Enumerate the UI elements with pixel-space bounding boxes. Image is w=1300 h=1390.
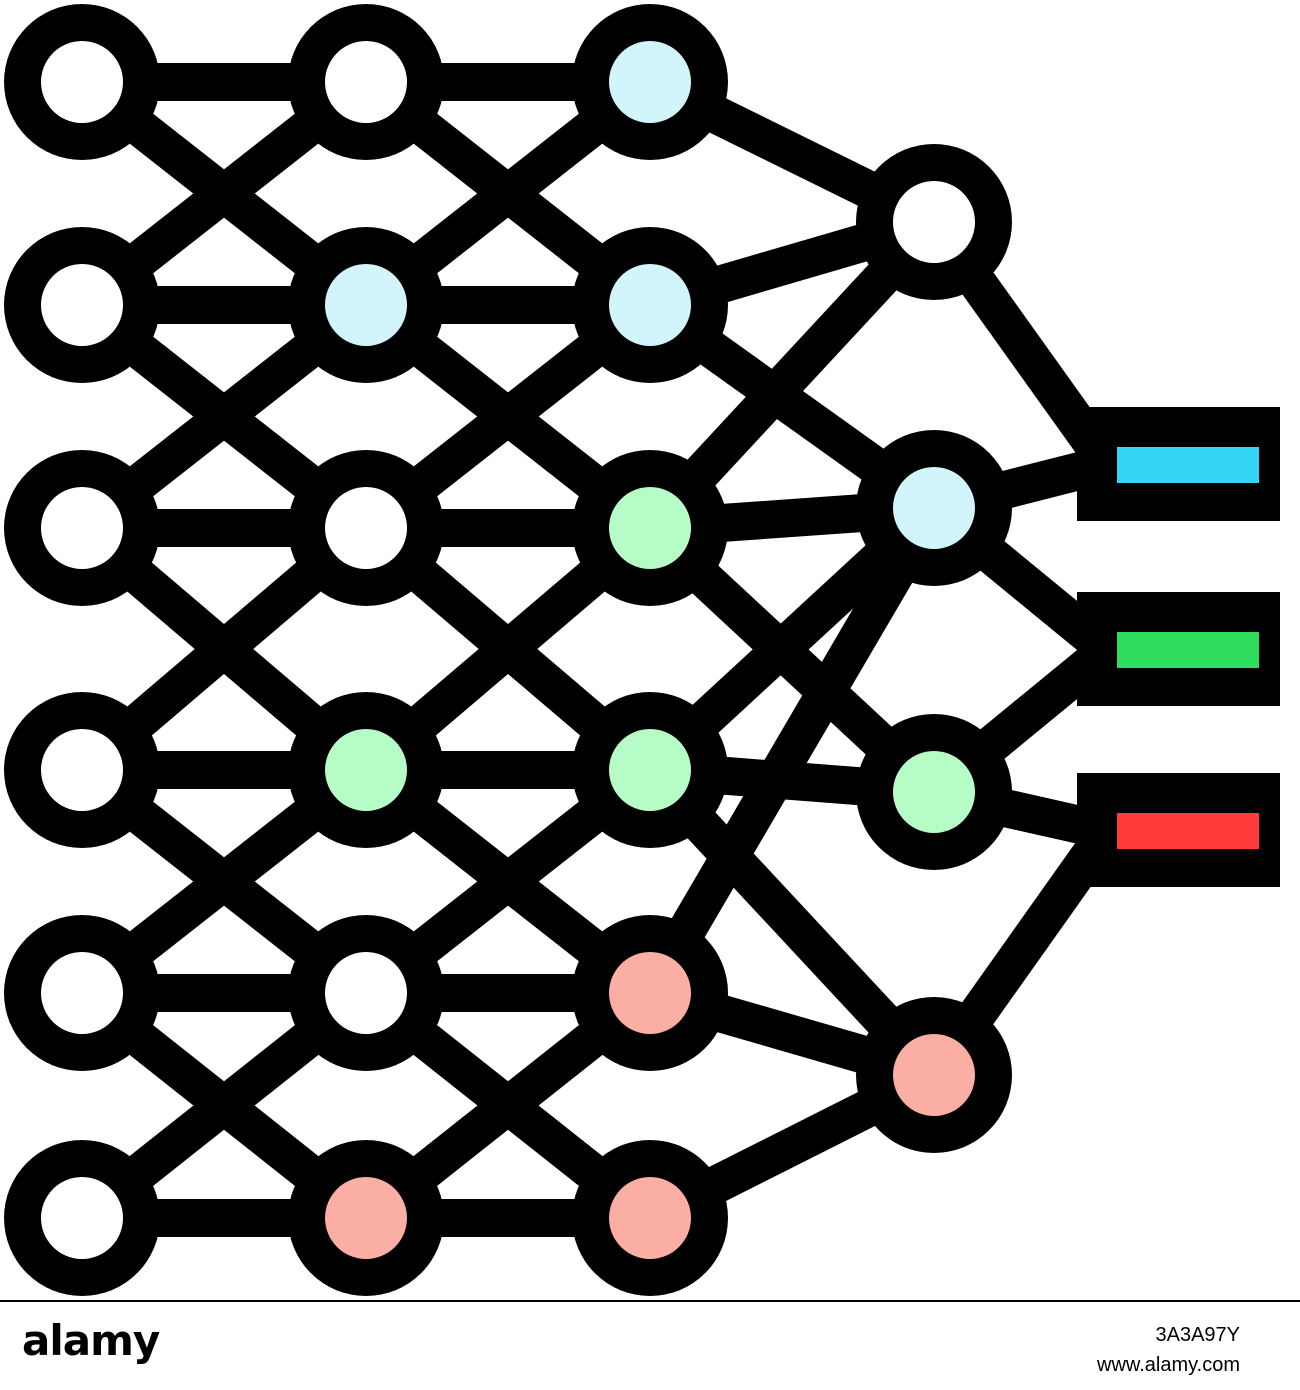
node-layer2-1 <box>288 4 444 160</box>
output-class-3 <box>1077 773 1280 887</box>
node-layer3-2 <box>572 227 728 383</box>
node-fill <box>609 1177 691 1259</box>
network-nodes <box>4 4 1012 1296</box>
node-fill <box>41 264 123 346</box>
node-fill <box>893 751 975 833</box>
node-layer3-5 <box>572 915 728 1071</box>
node-layer3-4 <box>572 692 728 848</box>
node-fill <box>893 181 975 263</box>
node-fill <box>41 1177 123 1259</box>
output-bar <box>1117 813 1259 849</box>
output-bar <box>1117 632 1259 668</box>
node-fill <box>41 729 123 811</box>
output-class-2 <box>1077 592 1280 706</box>
alamy-logo: alamy <box>22 1316 160 1365</box>
node-layer3-1 <box>572 4 728 160</box>
connection-line <box>633 498 951 1003</box>
node-layer1-1 <box>4 4 160 160</box>
node-fill <box>609 952 691 1034</box>
neural-network-diagram <box>4 4 1280 1296</box>
node-layer4-1 <box>856 144 1012 300</box>
node-fill <box>893 467 975 549</box>
node-layer2-5 <box>288 915 444 1071</box>
node-fill <box>325 264 407 346</box>
node-layer2-2 <box>288 227 444 383</box>
node-layer4-4 <box>856 997 1012 1153</box>
node-layer1-2 <box>4 227 160 383</box>
node-layer3-6 <box>572 1140 728 1296</box>
output-classes <box>1077 407 1280 887</box>
output-class-1 <box>1077 407 1280 521</box>
node-fill <box>41 41 123 123</box>
node-fill <box>893 1034 975 1116</box>
node-layer1-6 <box>4 1140 160 1296</box>
node-fill <box>325 1177 407 1259</box>
node-fill <box>609 41 691 123</box>
node-fill <box>609 729 691 811</box>
output-bar <box>1117 447 1259 483</box>
source-url: www.alamy.com <box>1097 1354 1240 1376</box>
node-fill <box>325 952 407 1034</box>
image-id: 3A3A97Y <box>1155 1324 1240 1346</box>
node-fill <box>325 729 407 811</box>
node-fill <box>41 487 123 569</box>
node-fill <box>325 487 407 569</box>
node-layer1-4 <box>4 692 160 848</box>
node-layer2-4 <box>288 692 444 848</box>
neural-network-illustration <box>4 4 1280 1296</box>
node-layer4-3 <box>856 714 1012 870</box>
node-layer1-5 <box>4 915 160 1071</box>
node-layer1-3 <box>4 450 160 606</box>
node-fill <box>325 41 407 123</box>
node-fill <box>609 487 691 569</box>
node-layer2-3 <box>288 450 444 606</box>
node-layer2-6 <box>288 1140 444 1296</box>
node-fill <box>609 264 691 346</box>
node-layer3-3 <box>572 450 728 606</box>
node-layer4-2 <box>856 430 1012 586</box>
node-fill <box>41 952 123 1034</box>
watermark-footer: alamy 3A3A97Y www.alamy.com <box>0 1300 1300 1390</box>
